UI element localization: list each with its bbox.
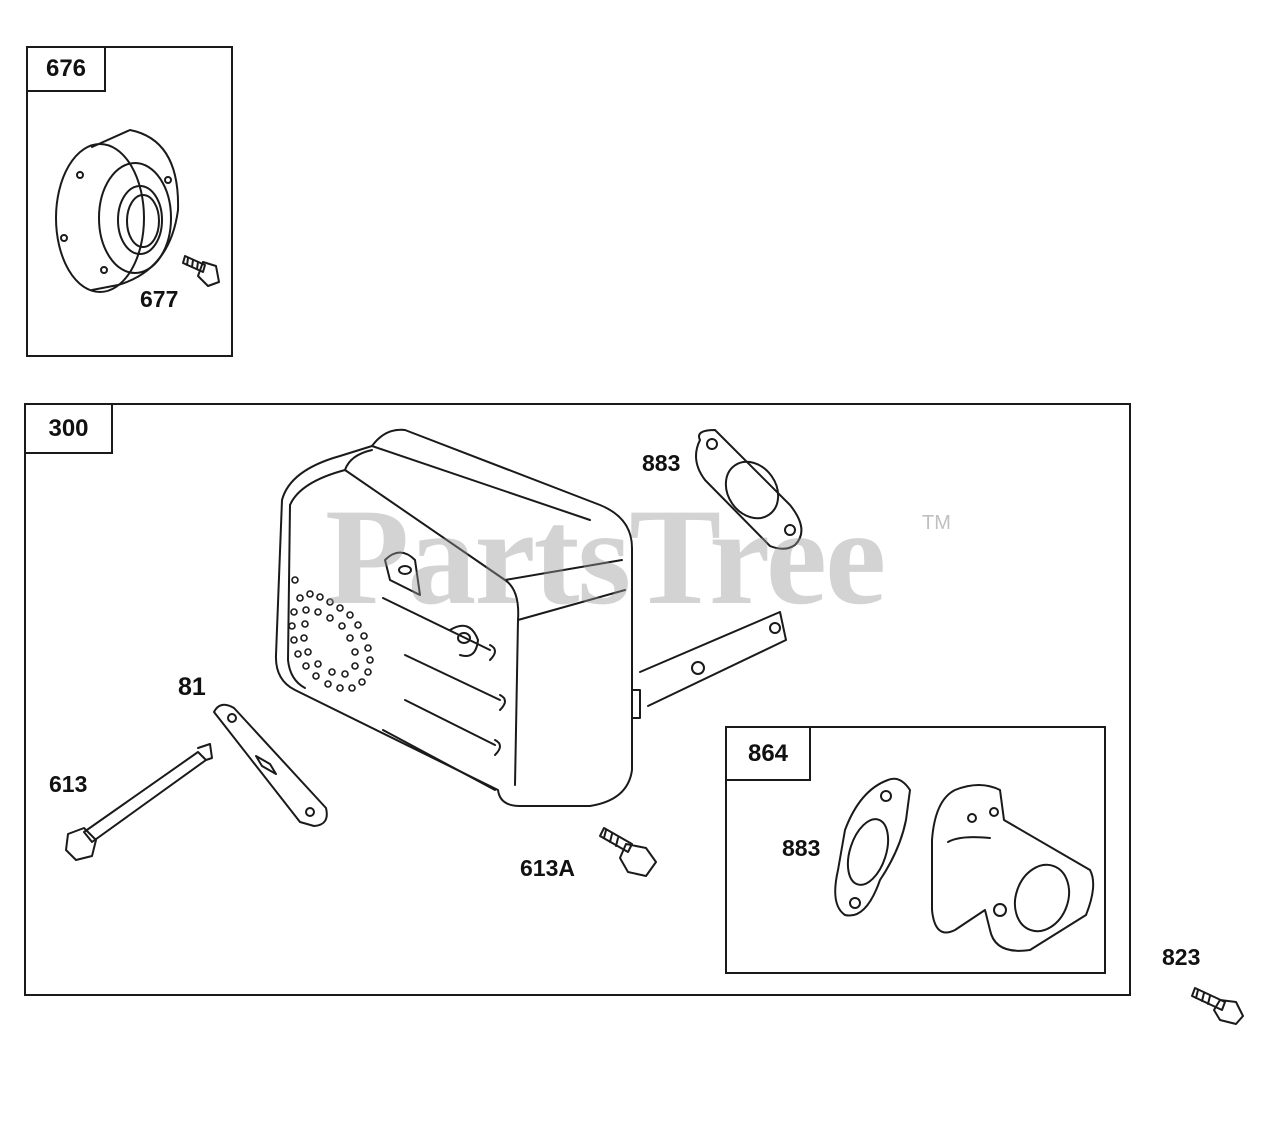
exhaust-elbow-part <box>931 784 1095 952</box>
trademark-mark: TM <box>922 512 951 534</box>
assembly-box-300: 300 <box>24 403 1131 996</box>
callout-81: 81 <box>178 673 206 701</box>
assembly-tag-300: 300 <box>26 405 113 454</box>
gasket-883-inner-part <box>834 777 911 917</box>
bolt-823-part <box>1191 987 1244 1025</box>
assembly-tag-864: 864 <box>727 728 811 781</box>
flange-adapter-part <box>55 129 180 293</box>
assembly-tag-676: 676 <box>28 48 106 92</box>
assembly-box-676: 676 <box>26 46 233 357</box>
gasket-883-top-part <box>695 429 803 550</box>
callout-883-inner: 883 <box>782 835 821 861</box>
callout-823: 823 <box>1162 944 1201 970</box>
bolt-677-part <box>182 255 220 287</box>
callout-613: 613 <box>49 771 88 797</box>
assembly-box-864: 864 <box>725 726 1106 974</box>
bolt-613-part <box>65 743 213 861</box>
muffler-part <box>274 428 787 807</box>
callout-613A: 613A <box>520 855 575 881</box>
bolt-613A-part <box>599 827 657 877</box>
bracket-81-part <box>213 703 328 827</box>
callout-883-top: 883 <box>642 450 681 476</box>
callout-677: 677 <box>140 286 179 312</box>
